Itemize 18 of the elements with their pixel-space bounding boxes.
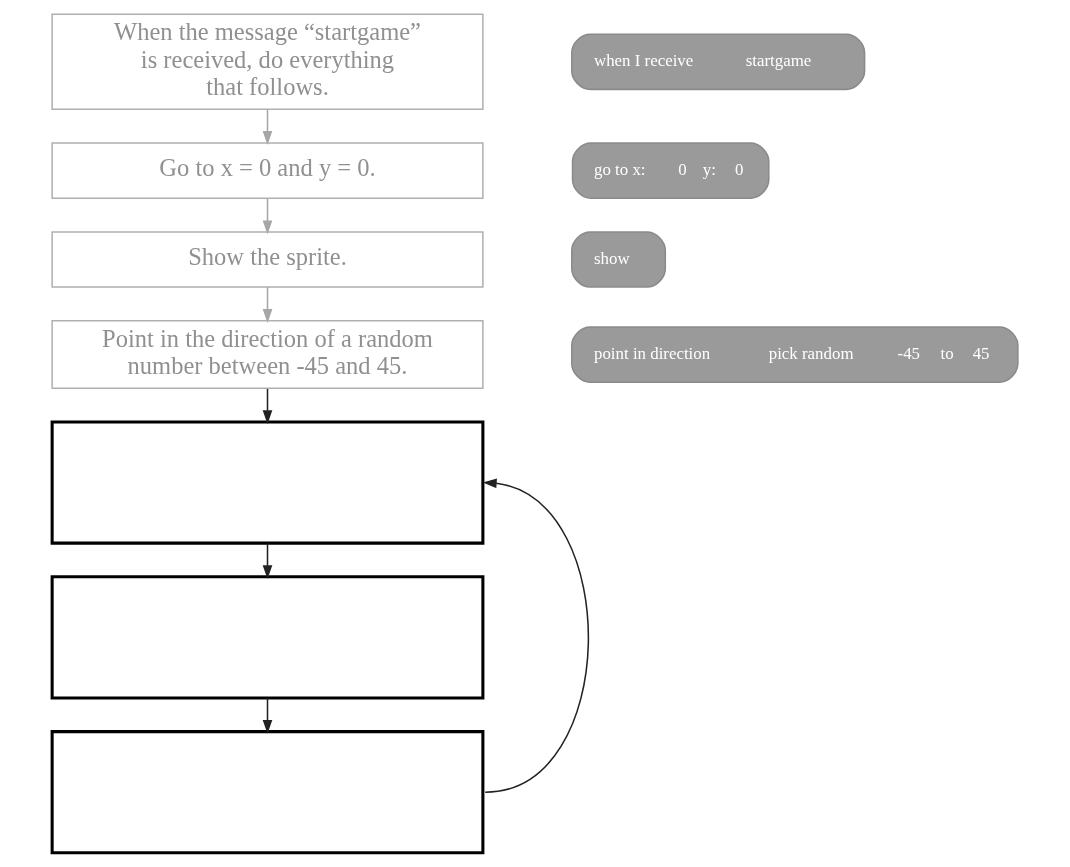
node-box: show (571, 231, 667, 288)
arrow (262, 542, 273, 579)
arrow (262, 197, 273, 235)
node-box: When the message “startgame” is received, do everything that follows. (51, 13, 484, 111)
arrow (262, 697, 273, 734)
arrow (482, 478, 590, 793)
arrow (262, 286, 273, 323)
node-box (50, 420, 485, 545)
node-box: Point in the direction of a random number between -45 and 45. (51, 320, 484, 390)
node-box (50, 730, 485, 855)
arrow (262, 108, 273, 145)
node-box: point in direction pick random -45 to 45 (571, 326, 1019, 383)
node-box: go to x: 0 y: 0 (571, 142, 770, 199)
node-box: when I receive startgame (571, 33, 866, 91)
node-box (50, 575, 485, 700)
node-box: Go to x = 0 and y = 0. (51, 142, 484, 199)
node-box: Show the sprite. (51, 231, 484, 288)
arrow (262, 388, 273, 425)
